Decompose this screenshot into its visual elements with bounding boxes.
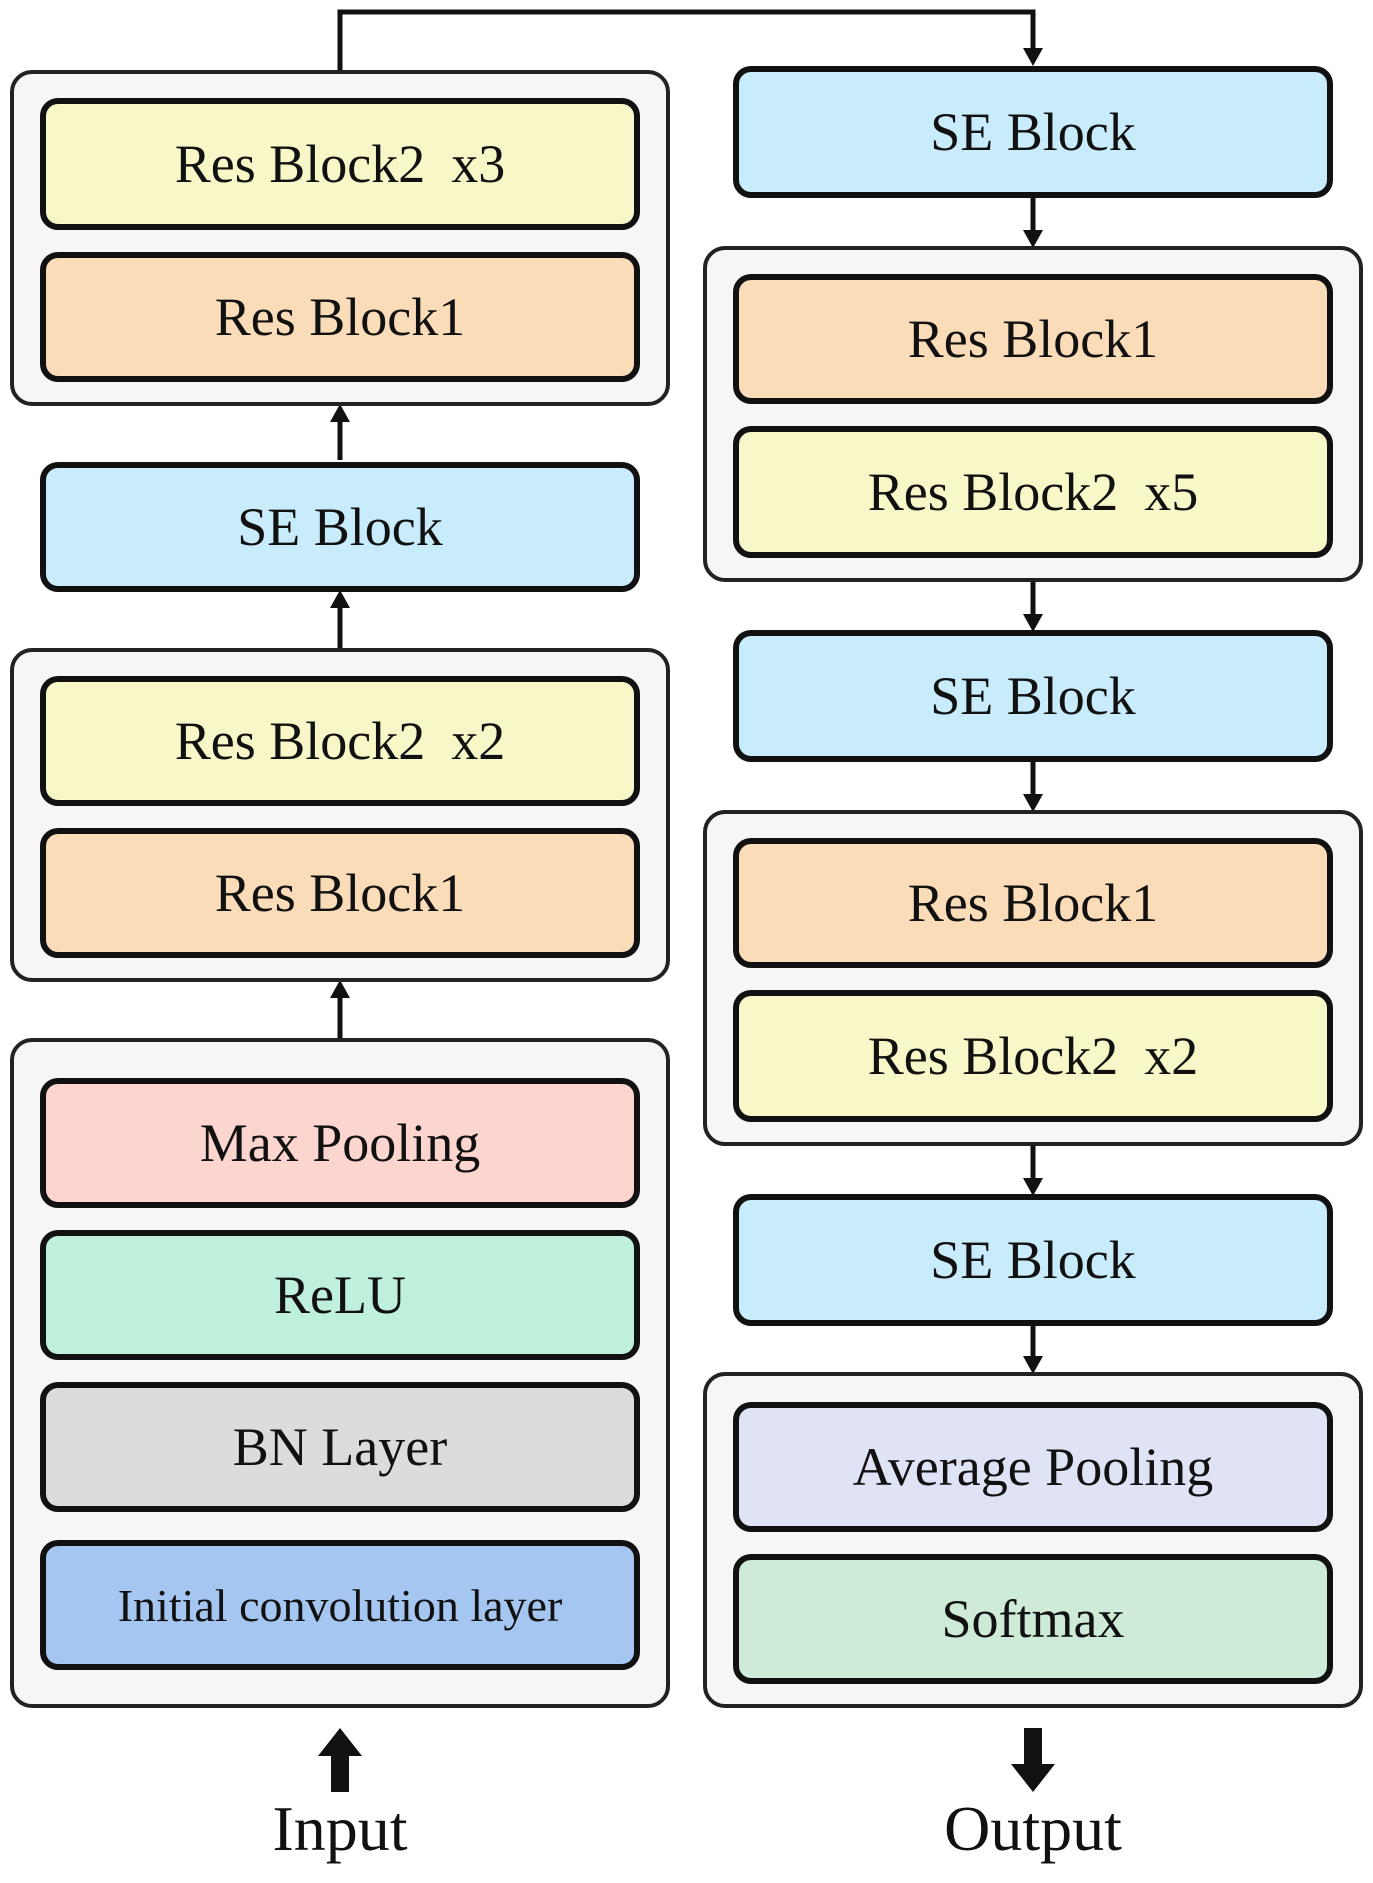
res-block1-label: Res Block1 <box>214 863 466 923</box>
average-pooling-block: Average Pooling <box>733 1402 1333 1532</box>
res-block2-label: Res Block2 <box>867 462 1119 522</box>
res-block1: Res Block1 <box>40 252 640 382</box>
relu-label: ReLU <box>274 1265 406 1325</box>
res-block2-multiplier: x2 <box>451 711 506 771</box>
max-pooling-block: Max Pooling <box>40 1078 640 1208</box>
res-block2-multiplier: x2 <box>1144 1026 1199 1086</box>
res-block1-label: Res Block1 <box>907 873 1159 933</box>
top-connector-arrowhead <box>1023 48 1043 66</box>
bn-layer-block: BN Layer <box>40 1382 640 1512</box>
arrowhead-down-1 <box>1023 230 1043 248</box>
arrowhead-up-1 <box>330 590 350 608</box>
res-block2-multiplier: x5 <box>1144 462 1199 522</box>
top-connector <box>337 9 1036 70</box>
se-block-label: SE Block <box>930 102 1136 162</box>
se-block-right-top: SE Block <box>733 66 1333 198</box>
se-block-left: SE Block <box>40 462 640 592</box>
res-block2-label: Res Block2 <box>867 1026 1119 1086</box>
se-block-label: SE Block <box>237 497 443 557</box>
average-pooling-label: Average Pooling <box>852 1437 1214 1497</box>
output-label: Output <box>944 1793 1122 1864</box>
res-block1: Res Block1 <box>733 838 1333 968</box>
max-pooling-label: Max Pooling <box>199 1113 481 1173</box>
input-arrow-shaft <box>331 1752 349 1792</box>
res-block1-label: Res Block1 <box>214 287 466 347</box>
res-block1: Res Block1 <box>733 274 1333 404</box>
res-block1-label: Res Block1 <box>907 309 1159 369</box>
initial-convolution-block: Initial convolution layer <box>40 1540 640 1670</box>
res-block2-x5: Res Block2 x5 <box>733 426 1333 558</box>
res-block2-x2: Res Block2 x2 <box>733 990 1333 1122</box>
input-arrow-head <box>318 1728 362 1756</box>
arrowhead-down-2 <box>1023 614 1043 632</box>
res-block2-x3: Res Block2 x3 <box>40 98 640 230</box>
bn-layer-label: BN Layer <box>232 1417 448 1477</box>
res-block2-label: Res Block2 <box>174 134 426 194</box>
relu-block: ReLU <box>40 1230 640 1360</box>
res-block2-x2: Res Block2 x2 <box>40 676 640 806</box>
res-block2-label: Res Block2 <box>174 711 426 771</box>
arrowhead-up-2 <box>330 404 350 422</box>
arrowhead-up-3 <box>330 980 350 998</box>
arrowhead-down-4 <box>1023 1178 1043 1196</box>
output-arrow-shaft <box>1024 1728 1042 1768</box>
softmax-label: Softmax <box>941 1589 1125 1649</box>
se-block-right-mid: SE Block <box>733 630 1333 762</box>
se-block-label: SE Block <box>930 1230 1136 1290</box>
arrowhead-down-5 <box>1023 1356 1043 1374</box>
arrowhead-down-3 <box>1023 794 1043 812</box>
res-block1: Res Block1 <box>40 828 640 958</box>
se-block-label: SE Block <box>930 666 1136 726</box>
se-block-right-bottom: SE Block <box>733 1194 1333 1326</box>
output-arrow-head <box>1011 1764 1055 1792</box>
input-label: Input <box>272 1793 408 1864</box>
initial-convolution-label: Initial convolution layer <box>117 1579 563 1631</box>
res-block2-multiplier: x3 <box>451 134 506 194</box>
softmax-block: Softmax <box>733 1554 1333 1684</box>
